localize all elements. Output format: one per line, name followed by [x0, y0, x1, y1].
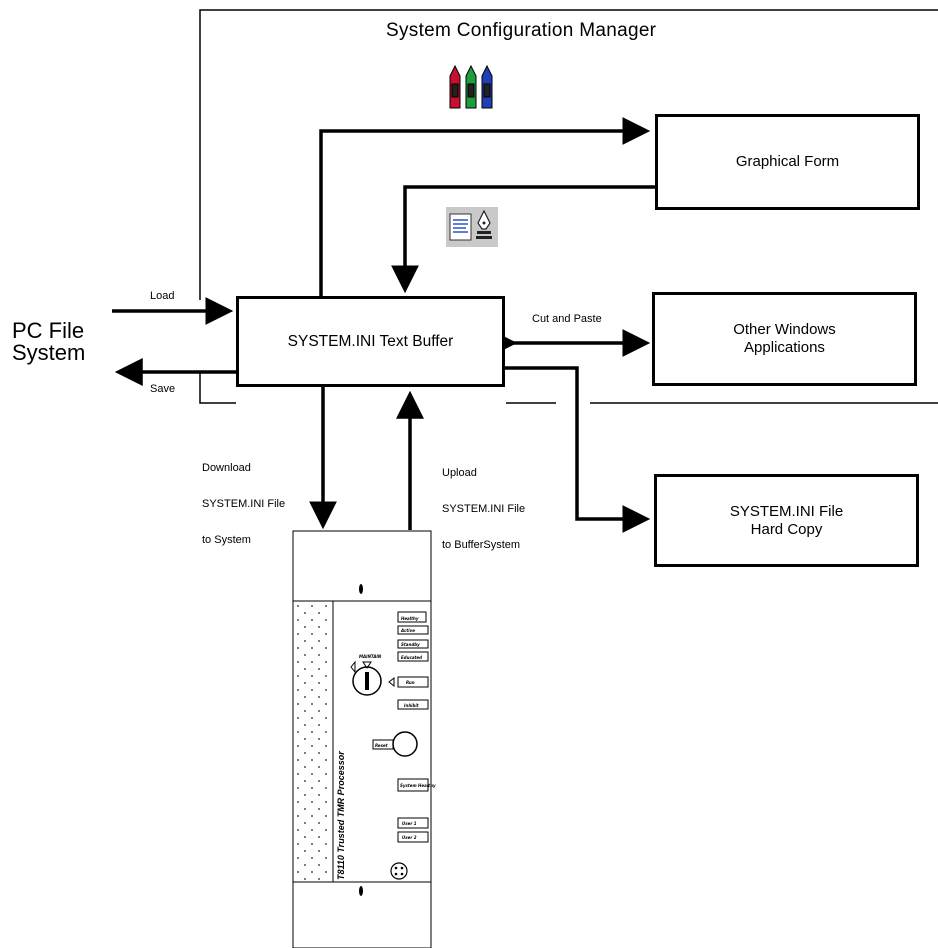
- download-line3: to System: [202, 534, 251, 546]
- crayons-icon: [449, 64, 493, 109]
- pc-file-system-label: PC File System: [12, 320, 85, 364]
- hard-copy-box: SYSTEM.INI File Hard Copy: [654, 474, 919, 567]
- indicator-label: Reset: [375, 743, 389, 748]
- save-label: Save: [150, 383, 176, 395]
- hard-copy-arrow: [505, 366, 651, 533]
- indicator-label: Active: [400, 628, 415, 633]
- download-line1: Download: [202, 462, 251, 474]
- indicator-label: Healthy: [401, 616, 419, 621]
- cut-paste-label: Cut and Paste: [532, 313, 602, 325]
- pc-file-system-line2: System: [12, 340, 86, 365]
- document-edit-icon: [446, 207, 498, 247]
- from-graphical-form-arrow: [391, 185, 655, 294]
- mode-key-switch: [350, 660, 395, 696]
- other-apps-box: Other Windows Applications: [652, 292, 917, 386]
- to-graphical-form-arrow: [319, 117, 651, 296]
- reset-button: [392, 731, 418, 757]
- download-label: Download SYSTEM.INI File to System: [202, 438, 285, 558]
- scm-boundary: [199, 9, 938, 404]
- indicator-label: User 2: [402, 835, 417, 840]
- indicator-label: Standby: [401, 642, 420, 647]
- upload-line3: to BufferSystem: [442, 539, 521, 551]
- upload-line2: SYSTEM.INI File: [442, 503, 526, 515]
- indicator-label: Inhibit: [404, 703, 420, 708]
- download-line2: SYSTEM.INI File: [202, 498, 286, 510]
- upload-line1: Upload: [442, 467, 477, 479]
- processor-module: T8110 Trusted TMR Processor Healthy Acti…: [292, 530, 436, 948]
- other-apps-line2: Applications: [744, 339, 825, 356]
- indicator-label: System Healthy: [400, 783, 436, 788]
- indicator-label: Educated: [401, 655, 422, 660]
- pc-file-system-line1: PC File: [12, 318, 85, 343]
- graphical-form-box: Graphical Form: [655, 114, 920, 210]
- hard-copy-line2: Hard Copy: [750, 520, 823, 538]
- text-buffer-box: SYSTEM.INI Text Buffer: [236, 296, 505, 387]
- hard-copy-line1: SYSTEM.INI File: [729, 502, 844, 520]
- load-label: Load: [150, 290, 175, 302]
- text-buffer-label: SYSTEM.INI Text Buffer: [287, 332, 454, 350]
- indicator-label: User 1: [402, 821, 417, 826]
- other-apps-line1: Other Windows: [733, 321, 836, 338]
- diagram-title: System Configuration Manager: [386, 20, 657, 41]
- upload-label: Upload SYSTEM.INI File to BufferSystem: [442, 443, 525, 563]
- graphical-form-label: Graphical Form: [735, 153, 840, 170]
- key-label: MAINTAIN: [359, 654, 382, 659]
- connector-port: [390, 862, 408, 880]
- indicator-label: Run: [406, 680, 415, 685]
- processor-name: T8110 Trusted TMR Processor: [336, 751, 346, 880]
